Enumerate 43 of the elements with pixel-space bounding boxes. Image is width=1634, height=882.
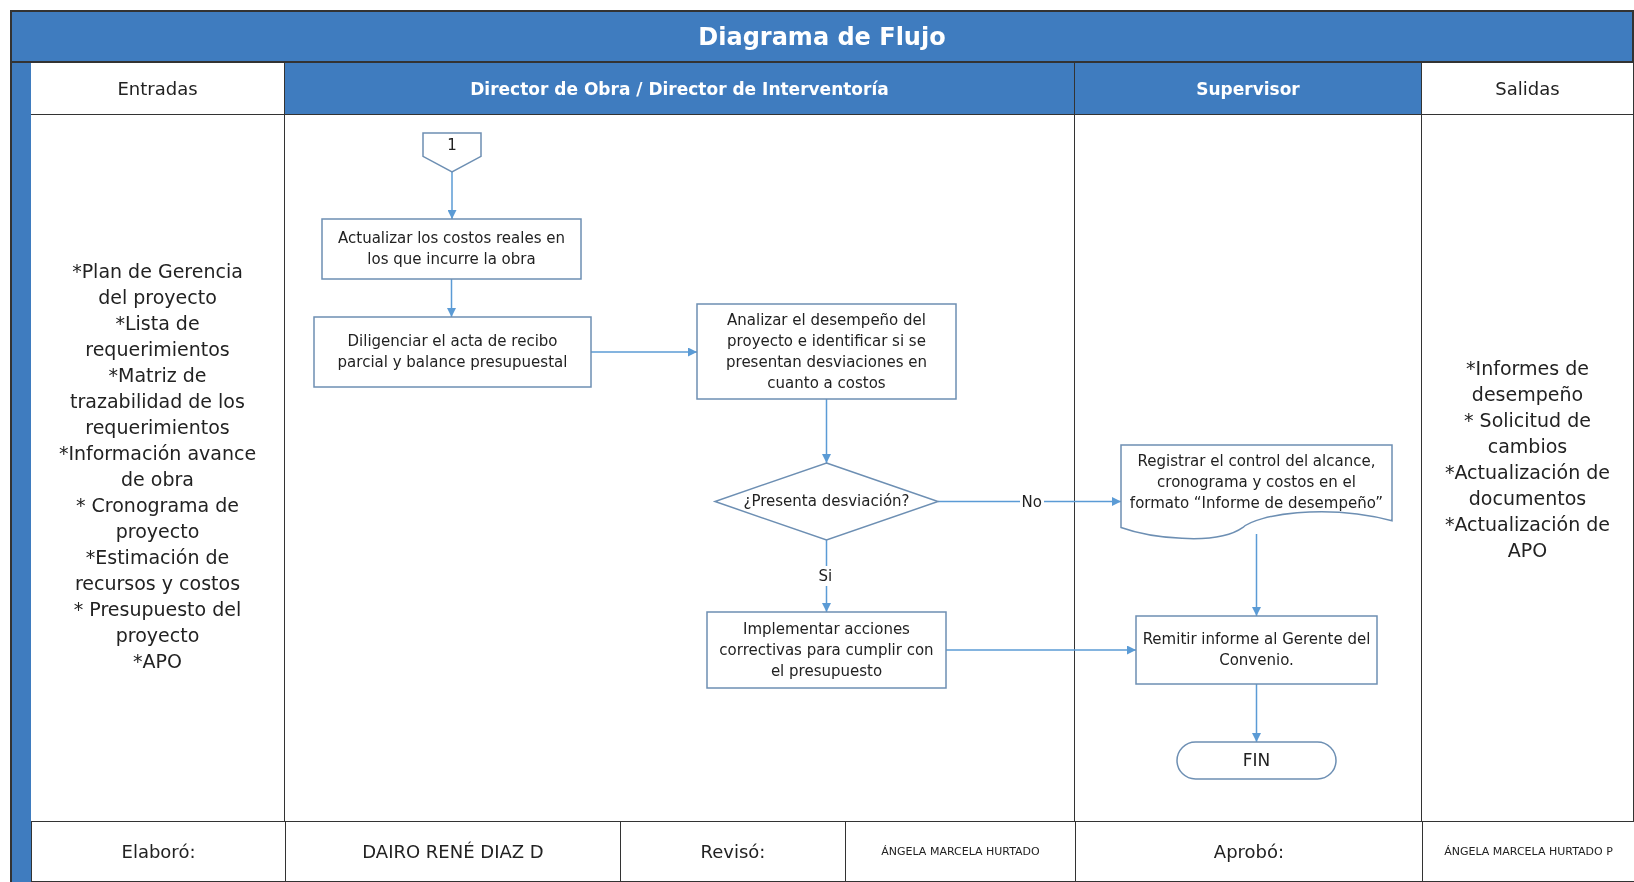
output-item: *Informes de desempeño bbox=[1465, 356, 1590, 407]
input-item: * Presupuesto del proyecto bbox=[72, 597, 243, 648]
terminator-shape: FIN bbox=[1177, 742, 1336, 779]
signature-cell: Revisó: bbox=[620, 821, 846, 882]
input-item: *Matriz de trazabilidad de los requerimientos bbox=[69, 363, 246, 440]
decision-diamond: ¿Presenta desviación? bbox=[715, 463, 938, 540]
arrow bbox=[822, 398, 831, 464]
input-item: *Lista de requerimientos bbox=[84, 311, 231, 362]
process-box: Actualizar los costos reales en los que incurre la obra bbox=[322, 219, 581, 279]
swimlane bbox=[285, 63, 1075, 821]
signature-cell: Aprobó: bbox=[1075, 821, 1423, 882]
signature-cell: DAIRO RENÉ DIAZ D bbox=[285, 821, 621, 882]
arrow bbox=[945, 645, 1137, 655]
lane-header: Salidas bbox=[1422, 63, 1633, 115]
arrow bbox=[447, 278, 456, 318]
lane-header: Supervisor bbox=[1075, 63, 1421, 115]
swimlane bbox=[1422, 63, 1634, 821]
input-item: *Información avance de obra bbox=[57, 441, 258, 492]
output-item: *Actualización de APO bbox=[1443, 512, 1612, 563]
off-page-connector: 1 bbox=[423, 133, 481, 172]
arrow bbox=[447, 171, 457, 220]
signature-cell: Elaboró: bbox=[31, 821, 286, 882]
process-box: Diligenciar el acta de recibo parcial y balance presupuestal bbox=[314, 317, 591, 387]
arrow bbox=[590, 347, 698, 357]
lane-header: Director de Obra / Director de Interventoría bbox=[285, 63, 1074, 115]
process-box: Analizar el desempeño del proyecto e identificar si se presentan desviaciones en cuanto a costos bbox=[697, 304, 956, 399]
input-item: * Cronograma de proyecto bbox=[75, 493, 240, 544]
input-item: *Estimación de recursos y costos bbox=[73, 545, 242, 596]
signature-cell: ÁNGELA MARCELA HURTADO bbox=[845, 821, 1076, 882]
arrow bbox=[1252, 533, 1261, 617]
lane-header: Entradas bbox=[31, 63, 284, 115]
document-shape: Registrar el control del alcance, cronograma y costos en el formato “Informe de desempeño” bbox=[1121, 445, 1392, 542]
signature-cell: ÁNGELA MARCELA HURTADO P bbox=[1422, 821, 1634, 882]
process-box: Implementar acciones correctivas para cumplir con el presupuesto bbox=[707, 612, 946, 688]
input-item: *Plan de Gerencia del proyecto bbox=[71, 259, 244, 310]
input-item: *APO bbox=[132, 649, 183, 674]
output-item: * Solicitud de cambios bbox=[1463, 408, 1592, 459]
title-bar: Diagrama de Flujo bbox=[10, 10, 1634, 63]
output-item: *Actualización de documentos bbox=[1443, 460, 1612, 511]
swimlane bbox=[31, 63, 285, 821]
arrow bbox=[1252, 683, 1261, 743]
process-box: Remitir informe al Gerente del Convenio. bbox=[1136, 616, 1377, 684]
swimlane bbox=[1075, 63, 1422, 821]
